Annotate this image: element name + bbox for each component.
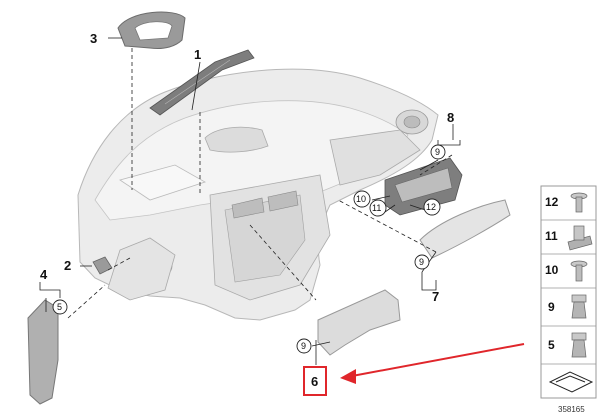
callout-circle-11 <box>369 199 387 217</box>
callout-6: 6 <box>311 374 318 389</box>
callout-circle-9c <box>296 338 312 354</box>
callout-4: 4 <box>40 267 48 282</box>
callout-9-lower: 9 <box>301 341 306 351</box>
legend-label-11: 11 <box>545 229 558 243</box>
callout-8: 8 <box>447 110 454 125</box>
callout-circle-10 <box>353 190 371 208</box>
bracket-icon <box>548 371 594 393</box>
push-clip-icon <box>571 332 587 358</box>
callout-9-right: 9 <box>419 257 424 267</box>
part-6-knee-trim <box>317 289 401 356</box>
callout-3: 3 <box>90 31 97 46</box>
callout-2: 2 <box>64 258 71 273</box>
callout-11: 11 <box>372 203 381 213</box>
callout-9-upper: 9 <box>435 147 440 157</box>
clip-nut-icon <box>567 225 593 251</box>
screw-icon <box>570 260 588 282</box>
fastener-legend: 12 11 10 9 5 <box>540 185 597 399</box>
leader-lines <box>39 37 461 365</box>
callout-6-highlight-box <box>303 366 327 396</box>
callout-5: 5 <box>57 302 62 312</box>
part-8-right-module <box>384 157 463 216</box>
part-7-trim-panel <box>419 199 511 259</box>
callout-12: 12 <box>426 202 436 212</box>
callout-circle-9b <box>414 254 430 270</box>
part-1-trim-strip <box>149 49 255 116</box>
highlight-arrow <box>340 343 525 384</box>
legend-label-9: 9 <box>548 300 555 314</box>
dashboard-assembly <box>77 68 439 321</box>
callout-1: 1 <box>194 47 201 62</box>
part-3-hood <box>117 11 186 49</box>
legend-label-12: 12 <box>545 195 559 209</box>
reference-number: 358165 <box>558 405 585 414</box>
callout-circle-5 <box>52 299 68 315</box>
legend-label-10: 10 <box>545 263 559 277</box>
screw-icon <box>570 192 588 213</box>
callout-10: 10 <box>356 194 366 204</box>
push-clip-icon <box>571 294 587 319</box>
callout-circle-9a <box>430 144 446 160</box>
part-2-clip <box>92 256 113 275</box>
callouts: 3 1 2 4 8 7 5 9 10 11 12 9 9 6 <box>40 31 454 396</box>
part-4-side-panel <box>27 299 59 405</box>
legend-label-5: 5 <box>548 338 555 352</box>
callout-circle-12 <box>423 198 441 216</box>
callout-7: 7 <box>432 289 439 304</box>
